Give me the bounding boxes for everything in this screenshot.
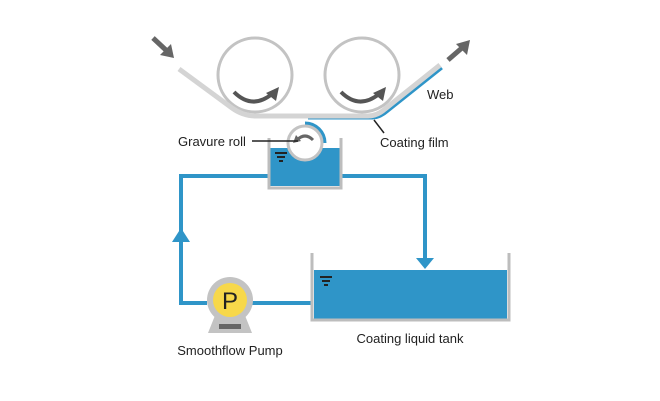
return-pipe-arrow <box>172 228 190 242</box>
web <box>177 63 442 119</box>
right-roll-arrowhead <box>373 87 386 101</box>
left-roll <box>216 36 294 114</box>
left-roll-rotation-arrow <box>232 90 274 104</box>
web-in-arrow <box>151 36 174 58</box>
tank-level-icon <box>320 276 332 286</box>
coating-film-leader <box>373 119 385 134</box>
supply-pipe-arrow <box>416 258 434 269</box>
pump-label: Smoothflow Pump <box>177 343 283 358</box>
web-label: Web <box>427 87 454 102</box>
coating-liquid-tank <box>310 253 511 322</box>
supply-pipe <box>342 174 427 258</box>
pan-level-icon <box>275 152 287 162</box>
pump: P <box>207 277 253 333</box>
gravure-roll-label: Gravure roll <box>178 134 246 149</box>
web-out-arrow <box>446 40 470 62</box>
right-roll <box>323 36 401 114</box>
tank-label: Coating liquid tank <box>357 331 464 346</box>
left-roll-arrowhead <box>266 87 279 101</box>
right-roll-rotation-arrow <box>339 90 381 104</box>
coating-film-label: Coating film <box>380 135 449 150</box>
pump-symbol: P <box>222 288 238 315</box>
gravure-roll <box>286 121 327 162</box>
